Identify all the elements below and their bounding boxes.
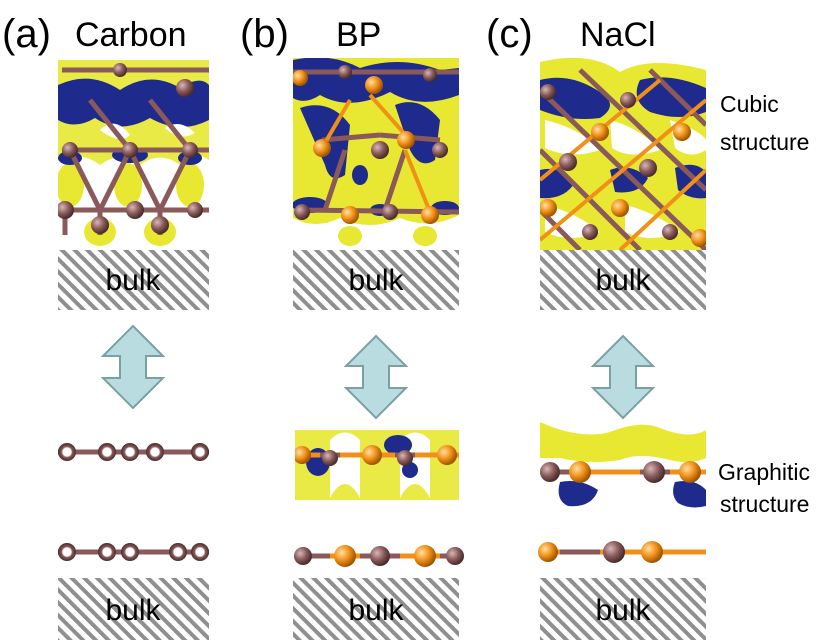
bulk-block-a-bottom: bulk [58, 578, 209, 640]
panel-a-name: Carbon [75, 16, 187, 54]
nacl-graphitic-structure [538, 420, 706, 563]
bulk-label-b-bottom: bulk [348, 594, 404, 627]
bulk-block-b-top: bulk [293, 250, 459, 310]
bp-graphitic-structure [294, 425, 464, 567]
bulk-block-b-bottom: bulk [293, 578, 459, 640]
bulk-label-c-top: bulk [595, 264, 651, 297]
bulk-label-a-bottom: bulk [105, 594, 161, 627]
panel-c-name: NaCl [580, 16, 656, 54]
carbon-graphitic-structure [58, 443, 209, 561]
bp-cubic-structure [293, 58, 459, 250]
bulk-block-c-bottom: bulk [540, 578, 706, 640]
nacl-cubic-structure [540, 58, 706, 250]
graphitic-structure-label-line2: structure [720, 491, 809, 517]
cubic-structure-label-line2: structure [720, 129, 809, 155]
panel-a-letter: (a) [2, 12, 51, 56]
panel-c-letter: (c) [486, 12, 533, 56]
double-arrow-a [100, 324, 166, 410]
bulk-label-c-bottom: bulk [595, 594, 651, 627]
graphitic-structure-label-line1: Graphitic [718, 459, 810, 485]
panel-b-name: BP [336, 16, 381, 54]
double-arrow-b [343, 334, 409, 420]
double-arrow-c [590, 334, 656, 420]
bulk-block-a-top: bulk [58, 250, 209, 310]
bulk-label-a-top: bulk [105, 264, 161, 297]
cubic-structure-label-line1: Cubic [720, 91, 779, 117]
panel-b-letter: (b) [240, 12, 289, 56]
carbon-cubic-structure [58, 60, 209, 250]
bulk-label-b-top: bulk [348, 264, 404, 297]
bulk-block-c-top: bulk [540, 250, 706, 310]
